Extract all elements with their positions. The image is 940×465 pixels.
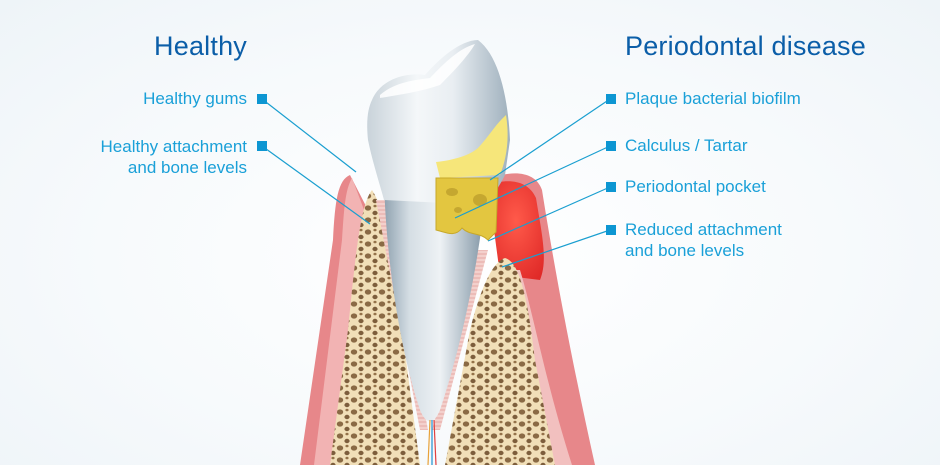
marker-square-icon [257,94,267,104]
periodontal-disease-heading: Periodontal disease [625,31,866,61]
label-healthy-attachment: Healthy attachment and bone levels [100,137,247,177]
label-reduced-attachment: Reduced attachment and bone levels [625,220,782,260]
marker-square-icon [257,141,267,151]
marker-square-icon [606,225,616,235]
label-periodontal-pocket: Periodontal pocket [625,177,766,196]
healthy-heading: Healthy [154,31,247,61]
label-plaque-biofilm: Plaque bacterial biofilm [625,89,801,108]
label-healthy-gums: Healthy gums [143,89,247,108]
label-calculus-tartar: Calculus / Tartar [625,136,748,155]
marker-square-icon [606,141,616,151]
marker-square-icon [606,182,616,192]
marker-square-icon [606,94,616,104]
